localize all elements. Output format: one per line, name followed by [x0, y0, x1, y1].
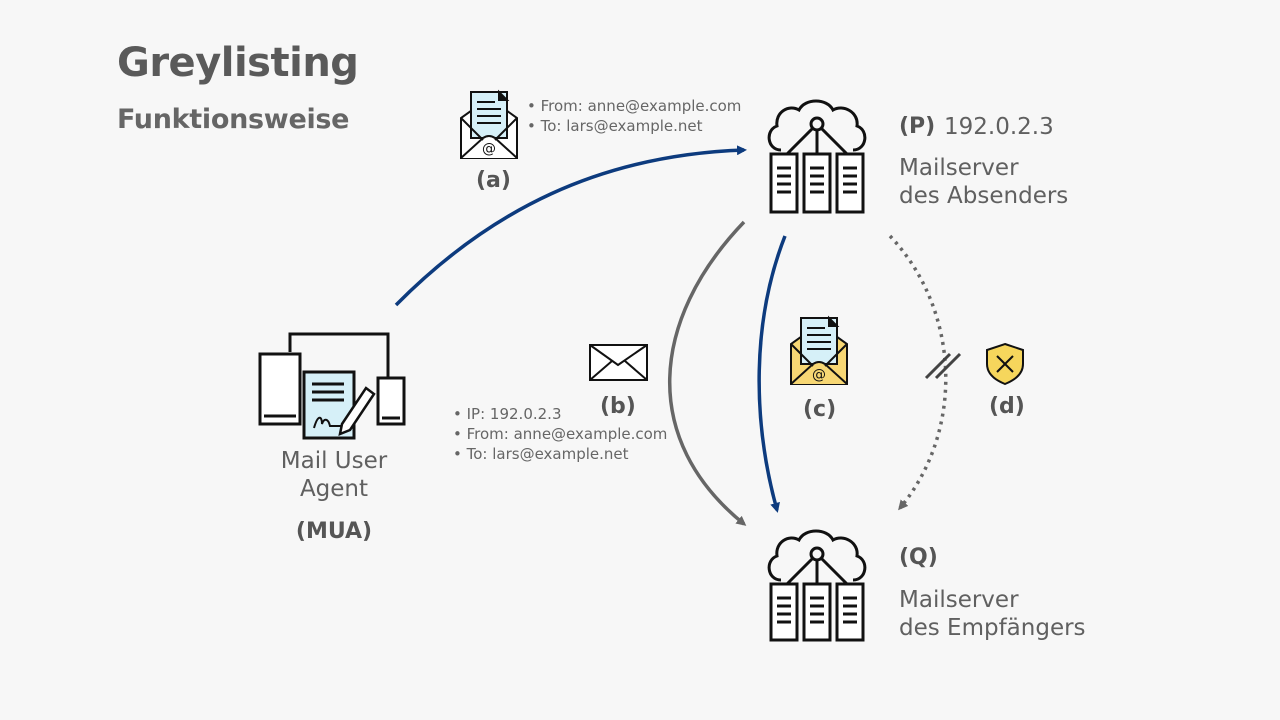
receiver-server-label-line2: des Empfängers: [899, 615, 1086, 641]
page-subtitle: Funktionsweise: [117, 104, 350, 135]
step-a-details: From: anne@example.com To: lars@example.…: [527, 96, 742, 136]
step-b-details: IP: 192.0.2.3 From: anne@example.com To:…: [453, 404, 668, 464]
step-a-detail: To: lars@example.net: [527, 116, 741, 136]
arrow-c: [757, 235, 787, 513]
mua-tag: (MUA): [295, 519, 373, 544]
devices-document-icon: [258, 332, 406, 440]
receiver-server-label-line1: Mailserver: [899, 587, 1019, 613]
svg-text:@: @: [812, 367, 826, 383]
mua-label-line1: Mail User: [280, 448, 388, 474]
blocked-slash: [934, 352, 962, 380]
mail-document-icon: @: [460, 89, 518, 159]
mail-document-yellow-icon: @: [790, 315, 848, 385]
step-b-detail: From: anne@example.com: [453, 424, 668, 444]
blocked-slash: [924, 352, 952, 380]
mua-label: Mail User Agent: [254, 447, 414, 503]
step-a-tag: (a): [476, 168, 511, 193]
sender-server-label-line1: Mailserver: [899, 155, 1019, 181]
svg-text:@: @: [482, 141, 496, 157]
step-a-detail: From: anne@example.com: [527, 96, 742, 116]
sender-server-icon: [767, 99, 867, 214]
step-c-tag: (c): [803, 397, 837, 422]
step-d-tag: (d): [989, 394, 1025, 419]
mua-label-line2: Agent: [299, 476, 369, 502]
receiver-server-tag: (Q): [899, 545, 938, 570]
sender-server-label: Mailserver des Absenders: [899, 154, 1068, 210]
arrow-d: [888, 234, 948, 511]
sender-server-label-line2: des Absenders: [899, 183, 1069, 209]
page-title: Greylisting: [117, 40, 359, 86]
step-b-detail: IP: 192.0.2.3: [453, 404, 667, 424]
arrow-a: [394, 145, 747, 307]
step-b-detail: To: lars@example.net: [453, 444, 667, 464]
sender-server-ip: 192.0.2.3: [944, 114, 1054, 140]
receiver-server-label: Mailserver des Empfängers: [899, 586, 1086, 642]
arrow-b: [668, 220, 747, 526]
envelope-icon: [589, 344, 648, 381]
shield-x-icon: [986, 342, 1024, 386]
sender-server-tag: (P): [899, 114, 936, 139]
receiver-server-icon: [767, 529, 867, 642]
